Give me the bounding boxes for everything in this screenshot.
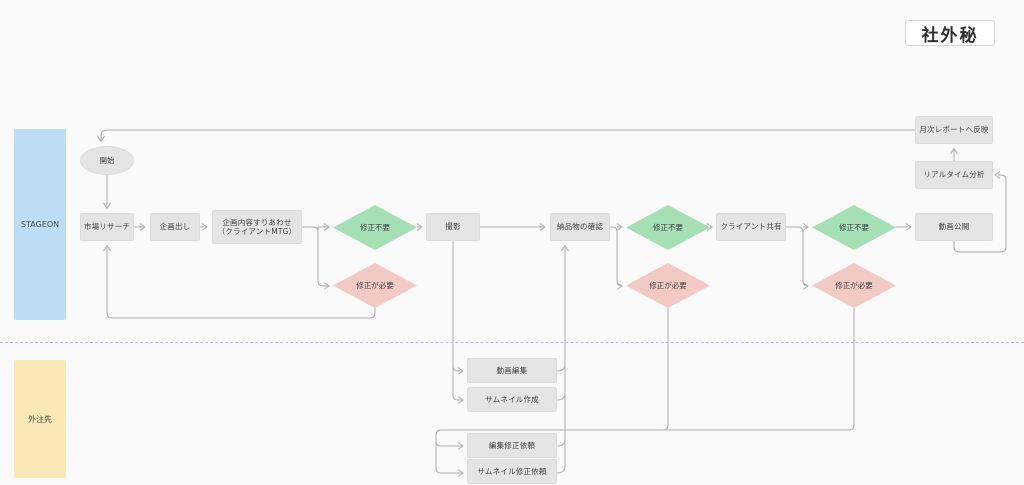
diamond-shape-icon <box>626 263 710 308</box>
node-market-research-label: 市場リサーチ <box>83 222 131 232</box>
decision-delivery-no-revision-label: 修正不要 <box>653 222 683 232</box>
decision-delivery-revision-needed[interactable]: 修正が必要 <box>626 263 710 308</box>
node-monthly-report[interactable]: 月次レポートへ反映 <box>915 116 993 144</box>
node-delivery-check-label: 納品物の確認 <box>556 222 604 232</box>
node-edit-fix-request[interactable]: 編集修正依頼 <box>467 433 557 458</box>
node-video-editing-label: 動画編集 <box>496 365 528 375</box>
node-planning[interactable]: 企画出し <box>150 213 200 241</box>
confidential-badge: 社外秘 <box>905 20 995 46</box>
swimlane-stageon: STAGEON <box>14 129 66 320</box>
decision-client-revision-needed-label: 修正が必要 <box>835 280 873 290</box>
decision-plan-revision-needed-label: 修正が必要 <box>356 280 394 290</box>
decision-client-no-revision-label: 修正不要 <box>839 222 869 232</box>
node-thumbnail-fix-request[interactable]: サムネイル修正依頼 <box>467 459 557 484</box>
swimlane-stageon-label: STAGEON <box>20 220 60 229</box>
decision-client-no-revision[interactable]: 修正不要 <box>812 205 896 250</box>
node-thumbnail-fix-request-label: サムネイル修正依頼 <box>477 466 547 476</box>
node-start[interactable]: 開始 <box>80 146 134 175</box>
diamond-shape-icon <box>812 205 896 250</box>
swimlane-gaichu-label: 外注先 <box>28 414 52 424</box>
node-thumbnail-creation-label: サムネイル作成 <box>485 394 539 404</box>
node-client-share[interactable]: クライアント共有 <box>716 213 786 241</box>
diamond-shape-icon <box>812 263 896 308</box>
diamond-shape-icon <box>626 205 710 250</box>
node-edit-fix-request-label: 編集修正依頼 <box>488 440 536 450</box>
node-client-share-label: クライアント共有 <box>720 222 782 232</box>
node-video-publish-label: 動画公開 <box>938 222 970 232</box>
node-realtime-analysis-label: リアルタイム分析 <box>923 170 985 180</box>
node-delivery-check[interactable]: 納品物の確認 <box>550 213 610 241</box>
confidential-badge-label: 社外秘 <box>921 25 979 46</box>
decision-plan-no-revision[interactable]: 修正不要 <box>333 205 417 250</box>
decision-delivery-revision-needed-label: 修正が必要 <box>649 280 687 290</box>
diamond-shape-icon <box>333 205 417 250</box>
decision-client-revision-needed[interactable]: 修正が必要 <box>812 263 896 308</box>
decision-plan-revision-needed[interactable]: 修正が必要 <box>333 263 417 308</box>
swimlane-gaichu: 外注先 <box>14 360 66 478</box>
node-shooting-label: 撮影 <box>445 222 461 232</box>
lane-divider <box>0 342 1024 343</box>
decision-delivery-no-revision[interactable]: 修正不要 <box>626 205 710 250</box>
node-start-label: 開始 <box>99 155 115 165</box>
node-client-mtg[interactable]: 企画内容すりあわせ （クライアントMTG） <box>212 210 302 244</box>
node-shooting[interactable]: 撮影 <box>426 213 480 241</box>
node-monthly-report-label: 月次レポートへ反映 <box>919 125 989 135</box>
node-client-mtg-label: 企画内容すりあわせ （クライアントMTG） <box>217 217 297 236</box>
node-market-research[interactable]: 市場リサーチ <box>80 213 134 241</box>
decision-plan-no-revision-label: 修正不要 <box>360 222 390 232</box>
node-thumbnail-creation[interactable]: サムネイル作成 <box>467 387 557 412</box>
node-realtime-analysis[interactable]: リアルタイム分析 <box>915 161 993 189</box>
node-planning-label: 企画出し <box>159 222 191 232</box>
node-video-editing[interactable]: 動画編集 <box>467 358 557 383</box>
node-video-publish[interactable]: 動画公開 <box>915 213 993 241</box>
